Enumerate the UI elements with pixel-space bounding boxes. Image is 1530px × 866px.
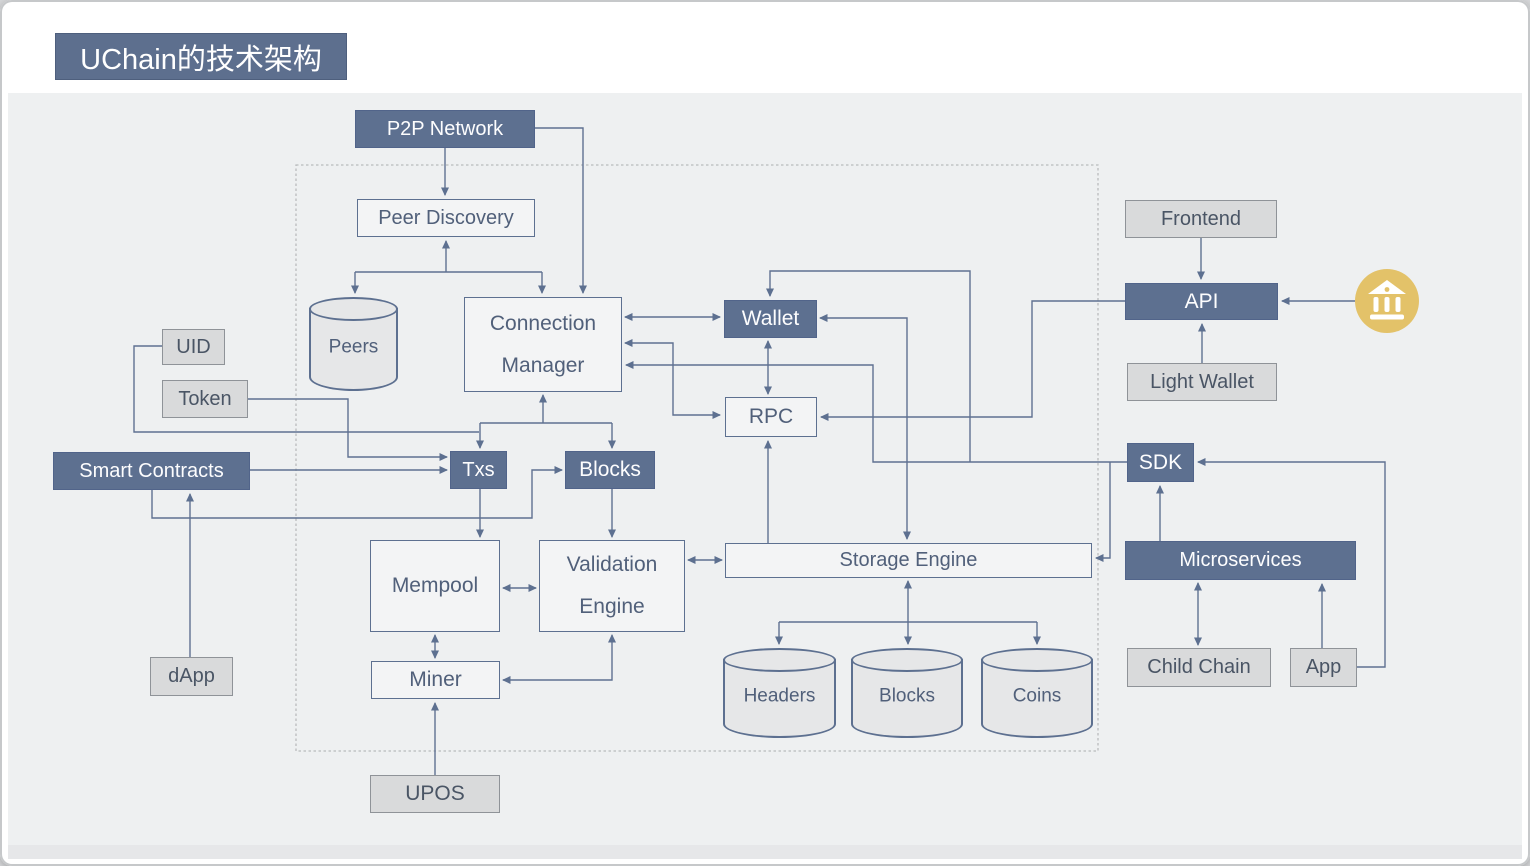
coins-db-label: Coins — [1012, 685, 1062, 707]
node-smart-contracts: Smart Contracts — [53, 452, 250, 490]
node-blocks-db: Blocks — [851, 648, 963, 738]
node-sdk: SDK — [1127, 443, 1194, 482]
node-validation-engine: Validation Engine — [539, 540, 685, 632]
node-frontend: Frontend — [1125, 200, 1277, 238]
node-storage-engine: Storage Engine — [725, 543, 1092, 578]
node-mempool: Mempool — [370, 540, 500, 632]
node-microservices: Microservices — [1125, 541, 1356, 580]
node-app: App — [1290, 648, 1357, 687]
node-coins-db: Coins — [981, 648, 1093, 738]
node-api: API — [1125, 283, 1278, 320]
node-miner: Miner — [371, 661, 500, 699]
node-p2p-network: P2P Network — [355, 110, 535, 148]
node-wallet: Wallet — [724, 300, 817, 338]
node-txs: Txs — [450, 451, 507, 489]
node-dapp: dApp — [150, 657, 233, 696]
bank-institution-icon — [1355, 269, 1419, 333]
node-headers-db: Headers — [723, 648, 836, 738]
node-connection-manager: Connection Manager — [464, 297, 622, 392]
headers-db-label: Headers — [743, 685, 816, 707]
node-rpc: RPC — [725, 397, 817, 437]
node-upos: UPOS — [370, 775, 500, 813]
peers-db-label: Peers — [328, 336, 379, 358]
blocks-db-label: Blocks — [879, 685, 935, 707]
node-peers-db: Peers — [309, 297, 398, 391]
slide-footer-strip — [8, 845, 1522, 859]
node-peer-discovery: Peer Discovery — [357, 199, 535, 237]
page-title: UChain的技术架构 — [55, 33, 347, 80]
node-child-chain: Child Chain — [1127, 648, 1271, 687]
node-uid: UID — [162, 329, 225, 365]
node-token: Token — [162, 380, 248, 418]
node-light-wallet: Light Wallet — [1127, 363, 1277, 401]
node-blocks: Blocks — [565, 451, 655, 489]
